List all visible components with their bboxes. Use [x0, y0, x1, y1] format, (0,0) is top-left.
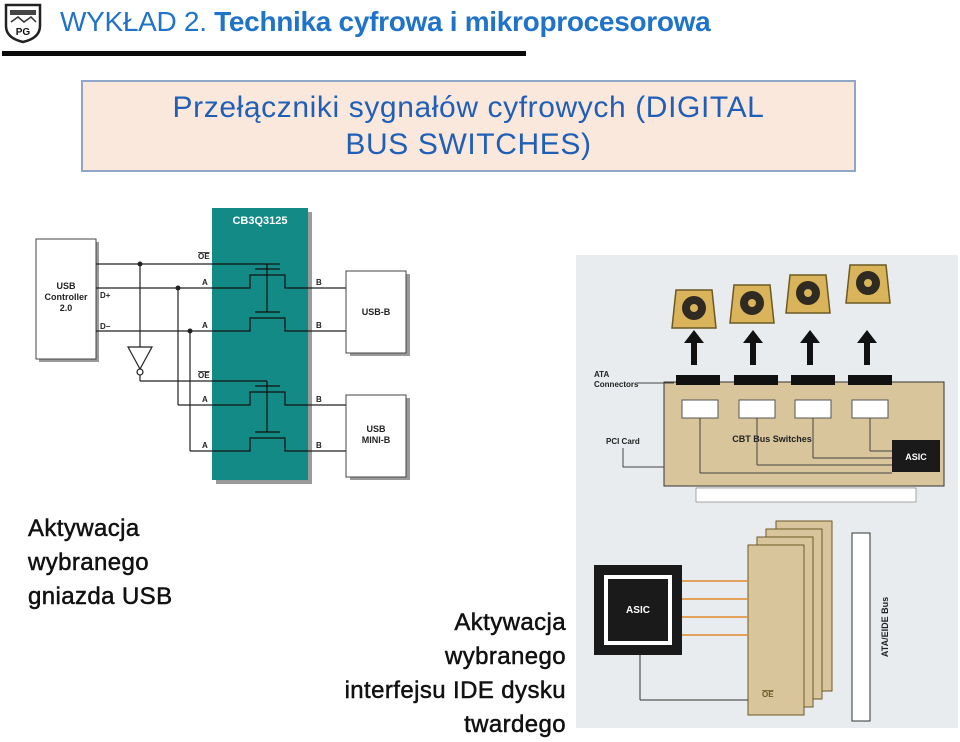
hard-drive-icons: [671, 264, 891, 329]
ide-switch-diagram: ASIC CBT Bus Switches ATA Connectors PCI…: [576, 255, 958, 728]
controller-label-3: 2.0: [60, 303, 73, 313]
logo-text: PG: [16, 27, 31, 38]
ata-bus-label: ATA/EIDE Bus: [880, 597, 890, 657]
svg-text:A: A: [202, 278, 208, 287]
svg-text:OE: OE: [198, 371, 210, 380]
slide-title-line2: BUS SWITCHES): [345, 128, 592, 161]
controller-label-1: USB: [56, 281, 76, 291]
asic-bottom-label: ASIC: [626, 605, 650, 616]
lecture-number: WYKŁAD 2.: [60, 6, 207, 37]
slide-title-line1: Przełączniki sygnałów cyfrowych (DIGITAL: [172, 91, 765, 124]
slide-title-box: Przełączniki sygnałów cyfrowych (DIGITAL…: [81, 80, 856, 172]
asic-top-label: ASIC: [905, 452, 927, 462]
svg-text:PCI Card: PCI Card: [606, 437, 640, 446]
usb-b-port-label: USB-B: [362, 307, 391, 317]
svg-text:B: B: [316, 321, 322, 330]
svg-text:Connectors: Connectors: [594, 380, 639, 389]
svg-text:D−: D−: [100, 322, 111, 331]
svg-text:B: B: [316, 278, 322, 287]
header-rule: [2, 51, 526, 56]
svg-text:B: B: [316, 395, 322, 404]
caption-ide: Aktywacja wybranego interfejsu IDE dysku…: [344, 609, 566, 739]
svg-text:MINI-B: MINI-B: [362, 435, 391, 445]
svg-text:USB: USB: [366, 424, 386, 434]
svg-text:ATA: ATA: [594, 370, 609, 379]
cbt-label: CBT Bus Switches: [732, 434, 812, 444]
header-title: WYKŁAD 2. Technika cyfrowa i mikroproces…: [60, 6, 711, 38]
caption-usb: Aktywacja wybranego gniazda USB: [28, 515, 173, 611]
svg-text:D+: D+: [100, 291, 111, 300]
svg-text:OE: OE: [762, 690, 774, 699]
course-title: Technika cyfrowa i mikroprocesorowa: [214, 6, 711, 37]
pg-logo: PG: [4, 3, 42, 44]
svg-text:B: B: [316, 441, 322, 450]
chip-label: CB3Q3125: [232, 215, 287, 227]
usb-switch-diagram: CB3Q3125 USB Controller 2.0 D+ D− OE A A…: [35, 208, 410, 484]
up-arrows: [684, 330, 877, 365]
svg-text:A: A: [202, 321, 208, 330]
svg-text:OE: OE: [198, 252, 210, 261]
controller-label-2: Controller: [44, 292, 87, 302]
svg-text:A: A: [202, 441, 208, 450]
svg-text:A: A: [202, 395, 208, 404]
cb3q3125-chip: [212, 208, 308, 480]
